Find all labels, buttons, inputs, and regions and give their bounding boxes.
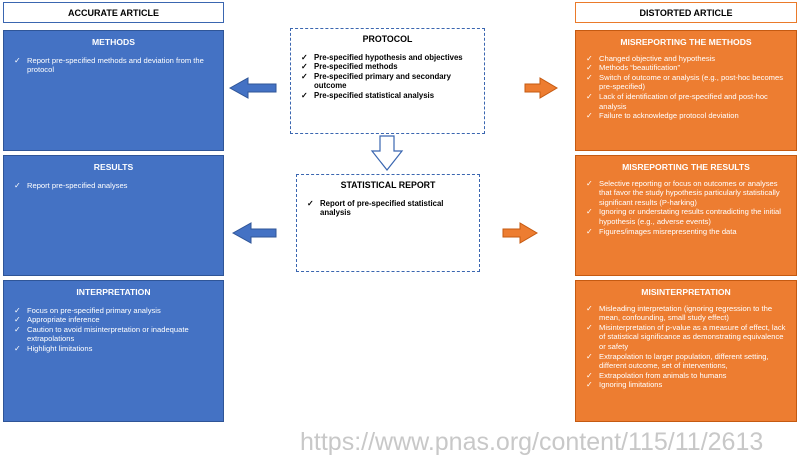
distorted-methods-list: Changed objective and hypothesisMethods …: [576, 54, 796, 121]
accurate-methods-list: Report pre-specified methods and deviati…: [4, 56, 223, 75]
list-item: Failure to acknowledge protocol deviatio…: [586, 111, 788, 121]
list-item: Pre-specified primary and secondary outc…: [301, 72, 476, 91]
list-item: Pre-specified statistical analysis: [301, 91, 476, 101]
list-item: Appropriate inference: [14, 315, 215, 325]
list-item: Switch of outcome or analysis (e.g., pos…: [586, 73, 788, 92]
accurate-methods-box: METHODS Report pre-specified methods and…: [3, 30, 224, 151]
statistical-report-box: STATISTICAL REPORT Report of pre-specifi…: [296, 174, 480, 272]
list-item: Caution to avoid misinterpretation or in…: [14, 325, 215, 344]
list-item: Report pre-specified methods and deviati…: [14, 56, 215, 75]
distorted-methods-box: MISREPORTING THE METHODS Changed objecti…: [575, 30, 797, 151]
list-item: Report pre-specified analyses: [14, 181, 215, 191]
list-item: Misleading interpretation (ignoring regr…: [586, 304, 788, 323]
accurate-article-header: ACCURATE ARTICLE: [3, 2, 224, 23]
list-item: Ignoring limitations: [586, 380, 788, 390]
accurate-results-box: RESULTS Report pre-specified analyses: [3, 155, 224, 276]
arrow-right-methods-icon: [524, 77, 558, 99]
distorted-interpretation-title: MISINTERPRETATION: [641, 287, 731, 297]
list-item: Lack of identification of pre-specified …: [586, 92, 788, 111]
protocol-box: PROTOCOL Pre-specified hypothesis and ob…: [290, 28, 485, 134]
arrow-left-results-icon: [231, 222, 277, 244]
list-item: Highlight limitations: [14, 344, 215, 354]
list-item: Selective reporting or focus on outcomes…: [586, 179, 788, 208]
list-item: Report of pre-specified statistical anal…: [307, 199, 471, 218]
accurate-methods-title: METHODS: [92, 37, 135, 47]
protocol-title: PROTOCOL: [362, 34, 413, 44]
arrow-down-icon: [370, 135, 404, 171]
accurate-interpretation-title: INTERPRETATION: [76, 287, 151, 297]
distorted-results-title: MISREPORTING THE RESULTS: [622, 162, 750, 172]
accurate-interpretation-list: Focus on pre-specified primary analysisA…: [4, 306, 223, 354]
list-item: Figures/images misrepresenting the data: [586, 227, 788, 237]
list-item: Changed objective and hypothesis: [586, 54, 788, 64]
list-item: Extrapolation from animals to humans: [586, 371, 788, 381]
list-item: Extrapolation to larger population, diff…: [586, 352, 788, 371]
accurate-interpretation-box: INTERPRETATION Focus on pre-specified pr…: [3, 280, 224, 422]
statistical-report-title: STATISTICAL REPORT: [340, 180, 436, 190]
arrow-left-methods-icon: [228, 77, 277, 99]
list-item: Misinterpretation of p-value as a measur…: [586, 323, 788, 352]
distorted-results-list: Selective reporting or focus on outcomes…: [576, 179, 796, 237]
list-item: Ignoring or understating results contrad…: [586, 207, 788, 226]
distorted-interpretation-box: MISINTERPRETATION Misleading interpretat…: [575, 280, 797, 422]
accurate-results-title: RESULTS: [93, 162, 134, 172]
accurate-results-list: Report pre-specified analyses: [4, 181, 223, 191]
statistical-report-list: Report of pre-specified statistical anal…: [297, 199, 479, 218]
distorted-article-header: DISTORTED ARTICLE: [575, 2, 797, 23]
arrow-right-results-icon: [502, 222, 538, 244]
list-item: Pre-specified methods: [301, 62, 476, 72]
list-item: Methods “beautification”: [586, 63, 788, 73]
protocol-list: Pre-specified hypothesis and objectivesP…: [291, 53, 484, 101]
list-item: Pre-specified hypothesis and objectives: [301, 53, 476, 63]
distorted-interpretation-list: Misleading interpretation (ignoring regr…: [576, 304, 796, 390]
list-item: Focus on pre-specified primary analysis: [14, 306, 215, 316]
distorted-results-box: MISREPORTING THE RESULTS Selective repor…: [575, 155, 797, 276]
source-url-watermark: https://www.pnas.org/content/115/11/2613: [300, 428, 764, 456]
distorted-methods-title: MISREPORTING THE METHODS: [620, 37, 752, 47]
